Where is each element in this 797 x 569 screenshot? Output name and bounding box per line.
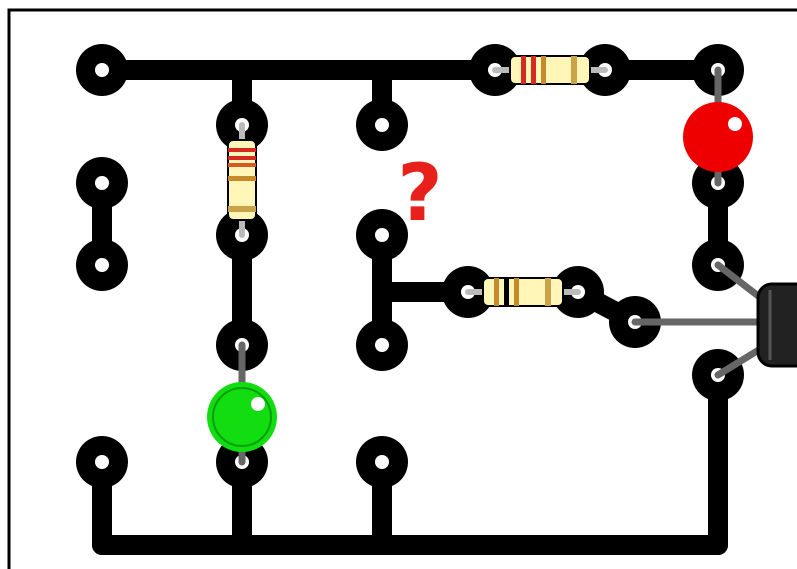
green-led (207, 341, 277, 466)
resistor-mid (465, 277, 581, 307)
resistor-top (492, 55, 608, 85)
question-mark: ? (397, 149, 442, 239)
resistor-top-body (509, 55, 591, 85)
pad (356, 319, 408, 371)
pad (76, 436, 128, 488)
transistor (631, 261, 797, 379)
pad (76, 44, 128, 96)
pad (356, 436, 408, 488)
pad (356, 209, 408, 261)
pad (356, 99, 408, 151)
resistor-mid-body (482, 277, 564, 307)
resistor-left (227, 122, 257, 238)
pad (76, 239, 128, 291)
red-led-highlight (728, 117, 742, 131)
green-led-body (207, 382, 277, 452)
red-led-body (683, 102, 753, 172)
pad (76, 157, 128, 209)
red-led (683, 66, 753, 187)
transistor-icon (756, 282, 797, 368)
green-led-highlight (251, 397, 265, 411)
